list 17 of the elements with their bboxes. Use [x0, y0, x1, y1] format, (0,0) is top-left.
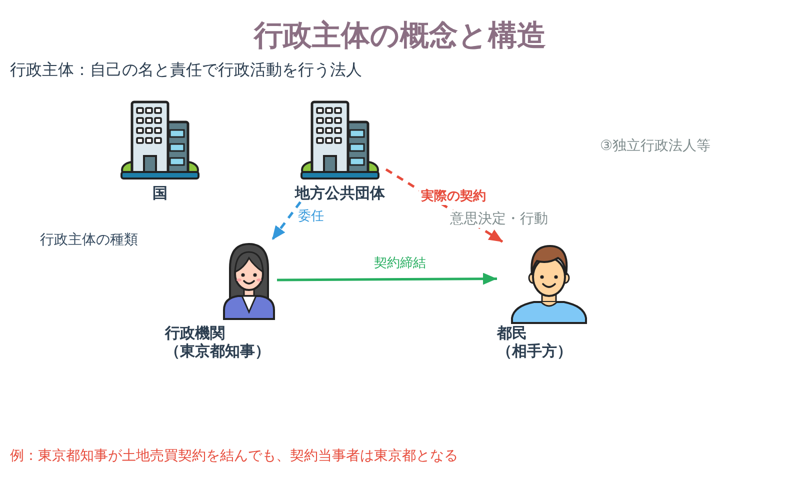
node-label: （東京都知事） — [165, 342, 270, 360]
edge-label: 実際の契約 — [419, 189, 488, 205]
node-label: 行政機関 — [165, 324, 225, 342]
annotation: 意思決定・行動 — [450, 210, 548, 228]
footnote: 例：東京都知事が土地売買契約を結んでも、契約当事者は東京都となる — [10, 447, 458, 465]
title: 行政主体の概念と構造 — [254, 18, 546, 53]
node-label: （相手方） — [497, 342, 572, 360]
arrow — [277, 272, 497, 285]
node-label: 地方公共団体 — [295, 184, 385, 202]
side-note: 行政主体の種類 — [40, 231, 138, 249]
edge-label: 契約締結 — [372, 256, 428, 272]
side-note: ③独立行政法人等 — [600, 137, 711, 155]
node-label: 国 — [152, 184, 168, 202]
dashed-arrow — [271, 201, 302, 241]
node-label: 都民 — [497, 324, 527, 342]
subtitle: 行政主体：自己の名と責任で行政活動を行う法人 — [10, 60, 362, 80]
edge-label: 委任 — [296, 209, 326, 225]
